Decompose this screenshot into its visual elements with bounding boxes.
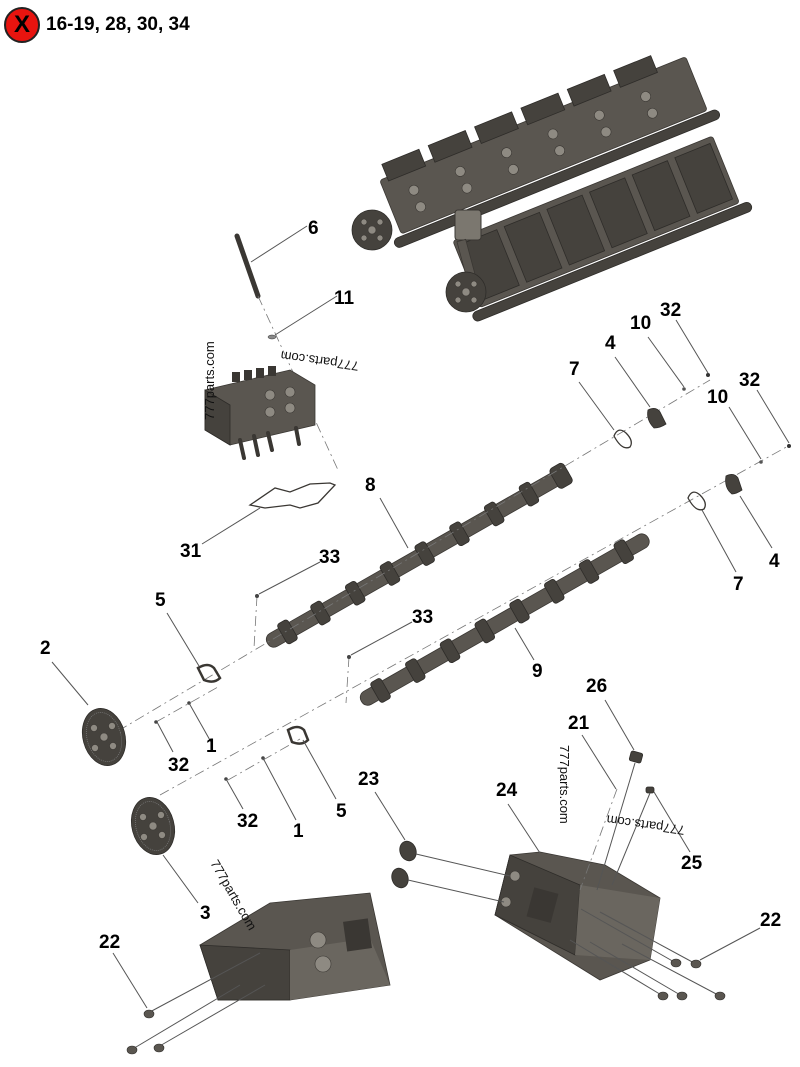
callout-5: 5 — [336, 801, 347, 822]
engine-assembly-illustration — [351, 55, 753, 322]
watermark-text: 777parts.com — [606, 812, 686, 838]
callout-labels: 6 11 7 4 10 32 32 10 8 31 4 7 33 5 33 2 … — [40, 218, 781, 953]
gasket-part-31 — [248, 482, 337, 509]
callout-7: 7 — [569, 359, 580, 380]
callout-21: 21 — [568, 713, 590, 734]
cap-part-26 — [628, 750, 644, 764]
callout-3: 3 — [200, 903, 211, 924]
callout-10: 10 — [630, 313, 651, 334]
callout-32: 32 — [168, 755, 189, 776]
callout-33: 33 — [412, 607, 433, 628]
callout-22: 22 — [99, 932, 120, 953]
excluded-parts-list: 16-19, 28, 30, 34 — [46, 14, 190, 35]
camshaft-gear-part-3 — [130, 797, 176, 855]
callout-7: 7 — [733, 574, 744, 595]
callout-25: 25 — [681, 853, 703, 874]
camshaft-part-8 — [265, 462, 573, 648]
thrust-plate-part-5-lower — [286, 725, 310, 745]
watermark-text: 777parts.com — [207, 857, 259, 933]
camshaft-part-9 — [359, 533, 650, 706]
callout-32: 32 — [660, 300, 681, 321]
callout-8: 8 — [365, 475, 376, 496]
callout-5: 5 — [155, 590, 166, 611]
callout-1: 1 — [206, 736, 217, 757]
cap-part-25 — [645, 786, 655, 794]
cylinder-head-small — [204, 366, 316, 460]
watermark-text: 777parts.com — [557, 745, 572, 824]
callout-1: 1 — [293, 821, 304, 842]
callout-2: 2 — [40, 638, 51, 659]
watermark-text: 777parts.com — [202, 341, 217, 420]
callout-11: 11 — [334, 288, 355, 309]
gasket-part-7-upper — [613, 429, 632, 449]
plug-part-23 — [391, 840, 417, 889]
cover-part-4-lower — [725, 474, 743, 495]
callout-24: 24 — [496, 780, 518, 801]
callout-4: 4 — [605, 333, 616, 354]
camshaft-gear-part-2 — [81, 708, 127, 766]
callout-9: 9 — [532, 661, 543, 682]
callout-22: 22 — [760, 910, 781, 931]
cylinder-head-block-24 — [494, 851, 661, 981]
cylinder-head-block-left — [199, 892, 391, 1001]
gasket-part-7-lower — [687, 491, 706, 511]
callout-26: 26 — [586, 676, 607, 697]
callout-32: 32 — [739, 370, 760, 391]
callout-6: 6 — [308, 218, 319, 239]
callout-4: 4 — [769, 551, 780, 572]
callout-31: 31 — [180, 541, 202, 562]
callout-10: 10 — [707, 387, 728, 408]
callout-33: 33 — [319, 547, 340, 568]
cover-part-4-upper — [647, 408, 667, 429]
callout-32: 32 — [237, 811, 258, 832]
x-circle-icon: X — [4, 7, 40, 43]
thrust-plate-part-5-upper — [196, 663, 222, 683]
callout-23: 23 — [358, 769, 379, 790]
excluded-parts-note: X 16-19, 28, 30, 34 — [4, 7, 190, 43]
